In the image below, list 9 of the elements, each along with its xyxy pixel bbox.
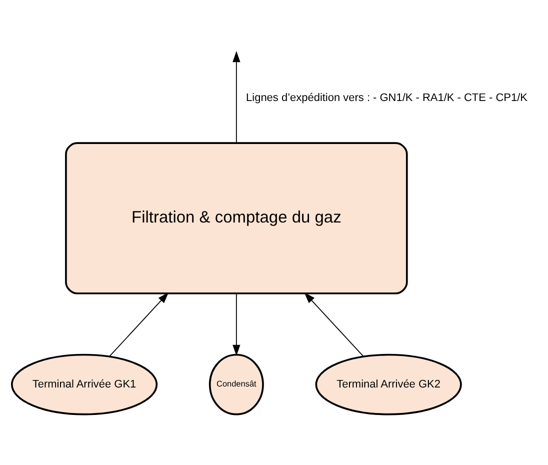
node-box: Filtration & comptage du gaz <box>65 142 408 294</box>
node-ellipse: Condensât <box>208 353 264 415</box>
arrow <box>108 292 169 356</box>
node-ellipse: Terminal Arrivée GK1 <box>10 353 158 415</box>
arrow <box>232 292 240 356</box>
arrow <box>304 292 364 356</box>
node-ellipse: Terminal Arrivée GK2 <box>315 353 462 415</box>
edge-label: Lignes d’expédition vers : - GN1/K - RA1/K - CTE - CP1/K <box>246 91 528 104</box>
arrow <box>232 50 240 143</box>
